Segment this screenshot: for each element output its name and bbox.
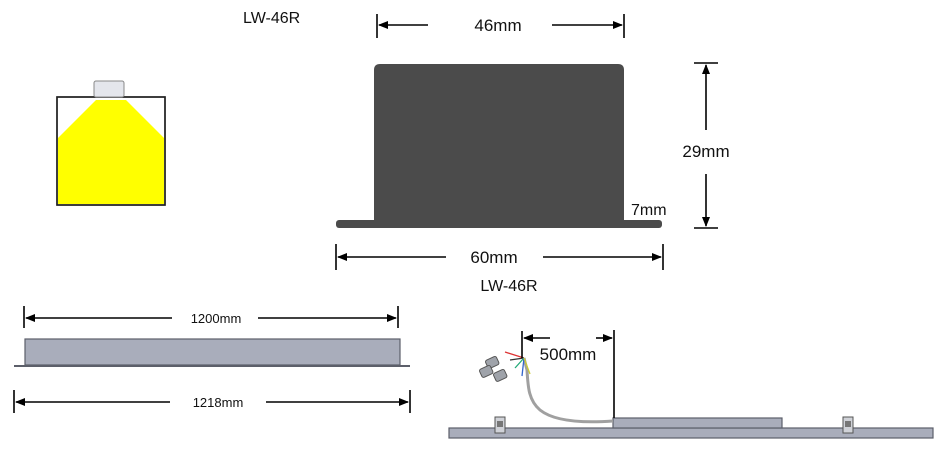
- width-bottom-label: 60mm: [470, 248, 517, 267]
- cable-wires: [504, 351, 531, 377]
- driver-box: [612, 417, 783, 429]
- height-label: 29mm: [682, 142, 729, 161]
- mounting-clip-right: [842, 416, 854, 434]
- mounting-clip-left: [494, 416, 506, 434]
- side-view-bar: [14, 338, 410, 367]
- dimension-cable-length: [521, 330, 615, 418]
- fixture-head: [93, 80, 125, 98]
- dimension-width-top: [376, 14, 625, 38]
- length-inner-label: 1200mm: [191, 311, 242, 326]
- power-cable: [522, 357, 614, 424]
- wire-connectors: [479, 355, 508, 382]
- dimension-width-bottom: [335, 244, 664, 270]
- dimension-height: [694, 62, 718, 229]
- dimension-length-inner: [23, 306, 399, 328]
- light-beam: [58, 100, 164, 204]
- flange-label: 7mm: [631, 202, 667, 219]
- beam-illustration: [56, 80, 166, 206]
- installation-view: [448, 351, 934, 439]
- width-top-label: 46mm: [474, 16, 521, 35]
- cable-length-label: 500mm: [540, 345, 597, 364]
- dimension-length-outer: [13, 390, 411, 413]
- top-model-label: LW-46R: [243, 10, 300, 27]
- length-outer-label: 1218mm: [193, 395, 244, 410]
- profile-caption: LW-46R: [480, 278, 537, 295]
- profile-cross-section: [336, 64, 662, 228]
